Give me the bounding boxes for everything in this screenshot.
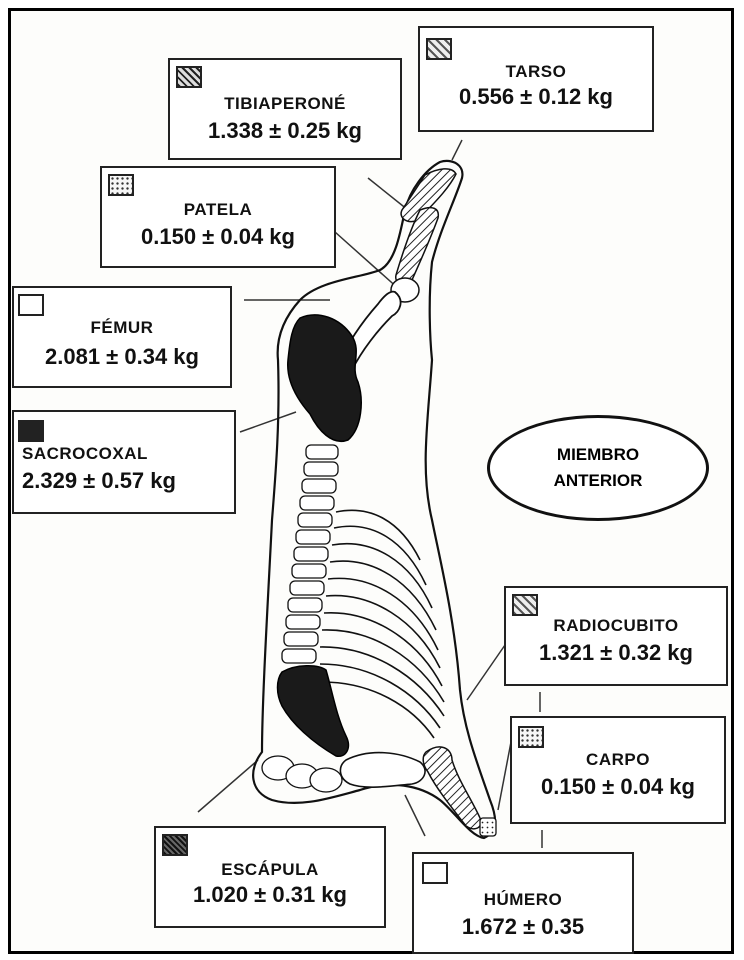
bone-name: CARPO: [512, 750, 724, 770]
bone-name: HÚMERO: [414, 890, 632, 910]
label-box-tibiaperone: TIBIAPERONÉ 1.338 ± 0.25 kg: [168, 58, 402, 160]
bone-weight: 1.020 ± 0.31 kg: [156, 882, 384, 908]
bone-name: SACROCOXAL: [14, 444, 234, 464]
bone-weight: 0.150 ± 0.04 kg: [512, 774, 724, 800]
pattern-swatch-icon: [18, 420, 44, 442]
section-label-ellipse: MIEMBRO ANTERIOR: [487, 415, 709, 521]
neck-vertebrae: [262, 756, 342, 792]
sacrocoxal-bone: [288, 315, 361, 441]
label-box-radiocubito: RADIOCUBITO 1.321 ± 0.32 kg: [504, 586, 728, 686]
ribs: [320, 510, 444, 738]
label-box-patela: PATELA 0.150 ± 0.04 kg: [100, 166, 336, 268]
carpo-bone: [480, 818, 496, 836]
bone-name: RADIOCUBITO: [506, 616, 726, 636]
label-box-escapula: ESCÁPULA 1.020 ± 0.31 kg: [154, 826, 386, 928]
radiocubito-bone: [423, 747, 481, 829]
pattern-swatch-icon: [108, 174, 134, 196]
bone-weight: 0.150 ± 0.04 kg: [102, 224, 334, 250]
escapula-bone: [278, 666, 349, 757]
bone-name: TARSO: [420, 62, 652, 82]
label-box-humero: HÚMERO 1.672 ± 0.35: [412, 852, 634, 954]
bone-weight: 2.081 ± 0.34 kg: [14, 344, 230, 370]
pattern-swatch-icon: [176, 66, 202, 88]
bone-weight: 1.338 ± 0.25 kg: [170, 118, 400, 144]
bone-weight: 0.556 ± 0.12 kg: [420, 84, 652, 110]
bone-weight: 1.672 ± 0.35: [414, 914, 632, 940]
pattern-swatch-icon: [518, 726, 544, 748]
pattern-swatch-icon: [18, 294, 44, 316]
bone-name: TIBIAPERONÉ: [170, 94, 400, 114]
bone-weight: 2.329 ± 0.57 kg: [14, 468, 234, 494]
humero-bone: [340, 753, 425, 788]
pattern-swatch-icon: [162, 834, 188, 856]
label-box-tarso: TARSO 0.556 ± 0.12 kg: [418, 26, 654, 132]
bone-name: ESCÁPULA: [156, 860, 384, 880]
section-label-line1: MIEMBRO: [557, 442, 639, 468]
label-box-carpo: CARPO 0.150 ± 0.04 kg: [510, 716, 726, 824]
label-box-sacrocoxal: SACROCOXAL 2.329 ± 0.57 kg: [12, 410, 236, 514]
pattern-swatch-icon: [422, 862, 448, 884]
pattern-swatch-icon: [426, 38, 452, 60]
pattern-swatch-icon: [512, 594, 538, 616]
bone-weight: 1.321 ± 0.32 kg: [506, 640, 726, 666]
bone-name: FÉMUR: [14, 318, 230, 338]
section-label-line2: ANTERIOR: [554, 468, 643, 494]
bone-name: PATELA: [102, 200, 334, 220]
label-box-femur: FÉMUR 2.081 ± 0.34 kg: [12, 286, 232, 388]
